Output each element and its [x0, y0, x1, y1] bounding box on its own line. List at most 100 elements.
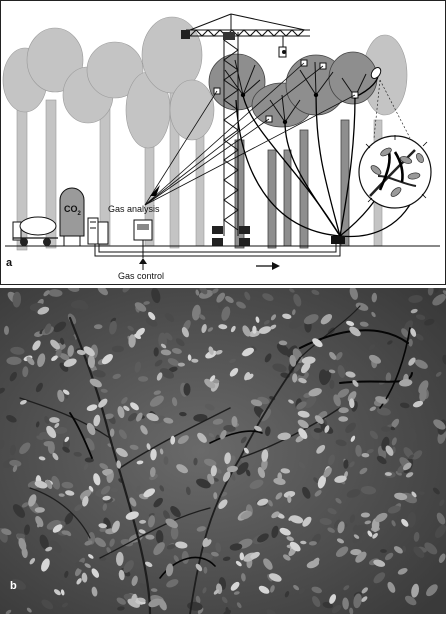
leaf: [263, 558, 273, 570]
leaf: [408, 454, 414, 460]
leaf: [349, 461, 355, 468]
leaf: [163, 456, 169, 465]
leaf: [292, 373, 298, 383]
leaf: [424, 318, 435, 326]
leaf: [213, 589, 220, 595]
leaf: [384, 472, 392, 476]
leaf: [183, 383, 191, 396]
leaf: [81, 572, 88, 583]
leaf: [212, 418, 224, 425]
leaf: [210, 465, 217, 477]
leaf: [217, 300, 223, 310]
leaf: [153, 347, 159, 357]
leaf: [176, 464, 188, 474]
leaf: [53, 589, 61, 596]
leaf: [311, 557, 320, 567]
leaf: [32, 340, 41, 351]
leaf: [236, 462, 249, 475]
leaf: [35, 516, 44, 527]
leaf: [18, 538, 27, 551]
leaf: [407, 511, 416, 528]
leaf: [412, 400, 424, 408]
leaf: [51, 475, 61, 490]
leaf: [54, 422, 60, 428]
leaf: [198, 314, 206, 320]
leaf: [308, 541, 317, 546]
leaf: [102, 503, 107, 511]
leaf: [374, 512, 388, 523]
leaf: [138, 529, 146, 534]
leaf: [110, 487, 119, 493]
leaf: [410, 308, 418, 314]
leaf: [286, 345, 298, 358]
leaf: [221, 306, 231, 321]
leaf: [224, 452, 231, 465]
leaf: [297, 410, 310, 418]
leaf: [136, 460, 144, 465]
leaf: [193, 413, 208, 422]
leaf: [349, 398, 355, 409]
crane-gondola: [278, 46, 287, 58]
leaf: [288, 515, 294, 521]
leaf: [343, 585, 350, 591]
leaf: [171, 397, 178, 407]
leaf: [320, 314, 333, 325]
leaf: [47, 441, 55, 454]
leaf: [408, 338, 413, 347]
leaf: [35, 421, 40, 428]
gas-control-cabinets: [87, 217, 109, 245]
leaf: [74, 504, 83, 512]
leaf: [12, 504, 26, 518]
leaf: [91, 568, 100, 578]
leaf: [323, 467, 332, 478]
crane-counterweight: [181, 30, 190, 39]
leaf: [413, 546, 425, 558]
leaf: [287, 495, 292, 503]
leaf: [146, 413, 159, 422]
panel-b-letter: b: [10, 580, 17, 592]
leaf: [63, 358, 77, 367]
leaf: [329, 379, 335, 389]
leaf: [221, 596, 228, 604]
leaf: [353, 524, 369, 534]
leaf: [166, 579, 179, 588]
leaf: [338, 407, 349, 414]
co2-tank-label: CO2: [64, 204, 82, 217]
leaf: [121, 396, 128, 405]
leaf: [239, 552, 245, 561]
leaf: [195, 595, 201, 604]
leaf: [264, 353, 272, 363]
leaf: [350, 435, 356, 442]
leaf: [148, 311, 156, 320]
leaf: [204, 403, 215, 411]
leaf: [411, 491, 417, 498]
leaf: [92, 369, 106, 378]
leaf: [243, 447, 249, 454]
leaf: [371, 292, 378, 303]
leaf: [61, 481, 74, 489]
leaf: [401, 518, 409, 527]
leaf: [204, 539, 212, 547]
leaf: [48, 289, 63, 297]
leaf: [258, 326, 272, 334]
leaf: [49, 417, 60, 423]
leaf: [415, 314, 426, 320]
leaf: [355, 302, 369, 311]
leaf: [364, 520, 372, 525]
leaf: [100, 388, 108, 393]
leaf: [380, 549, 387, 553]
leaf: [166, 544, 176, 550]
leaf: [158, 332, 168, 349]
leaf: [110, 317, 117, 323]
leaf: [349, 514, 355, 523]
leaf: [313, 477, 319, 483]
leaf: [350, 548, 362, 556]
leaf: [109, 538, 115, 547]
leaf: [24, 524, 30, 535]
leaf: [91, 586, 98, 597]
leaf: [337, 388, 350, 398]
leaf: [12, 465, 18, 473]
leaf: [267, 499, 273, 507]
leaf: [73, 451, 82, 457]
leaf: [255, 316, 260, 323]
